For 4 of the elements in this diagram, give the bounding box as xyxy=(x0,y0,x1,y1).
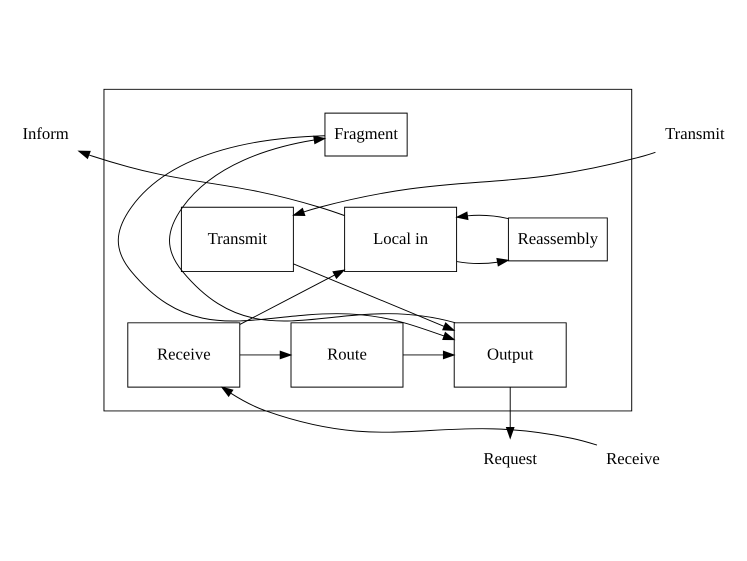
node-text: Receive xyxy=(606,449,660,468)
node-text: Transmit xyxy=(665,124,725,143)
node-text: Inform xyxy=(22,124,69,143)
node-text: Request xyxy=(483,449,538,468)
